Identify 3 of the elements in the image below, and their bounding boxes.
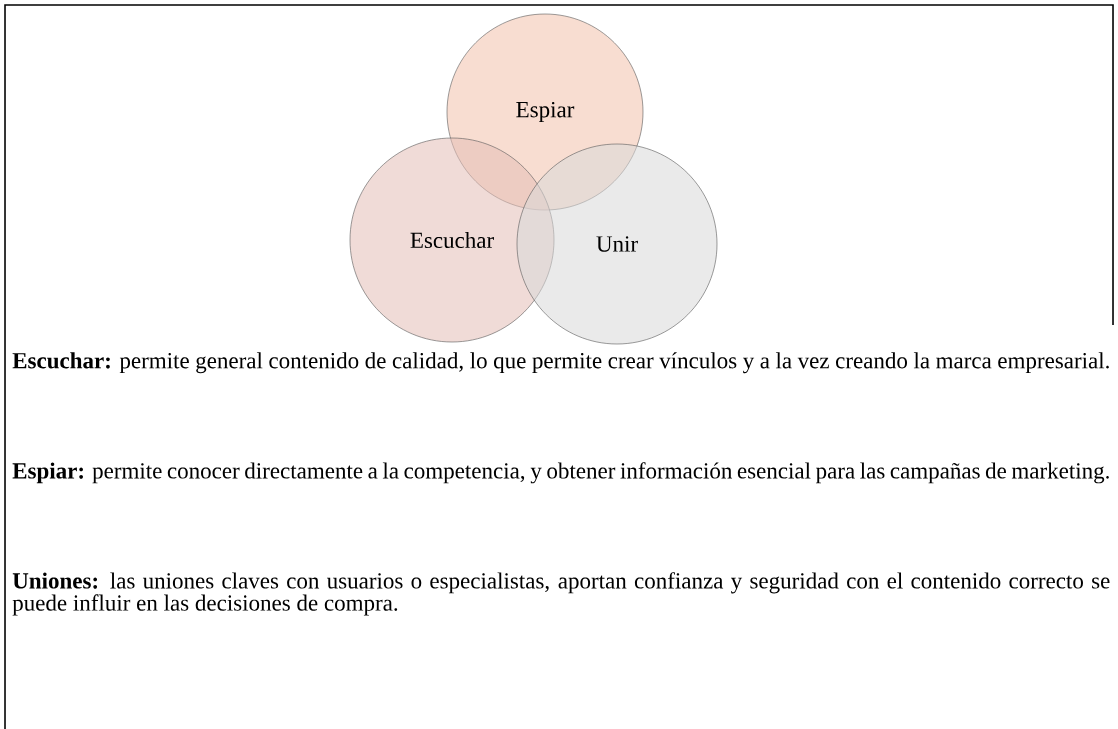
paragraph: Escuchar: permite general contenido de calidad, lo que permite crear vínculos y a la vez creando la marca empresarial. — [12, 352, 1109, 374]
paragraph: Uniones: las uniones claves con usuarios o especialistas, aportan confianza y seguridad con el contenido correcto se puede influir en las decisiones de compra. — [12, 572, 1110, 616]
paragraph: Espiar: permite conocer directamente a la competencia, y obtener información esencial para las campañas de marketing. — [12, 462, 1109, 484]
